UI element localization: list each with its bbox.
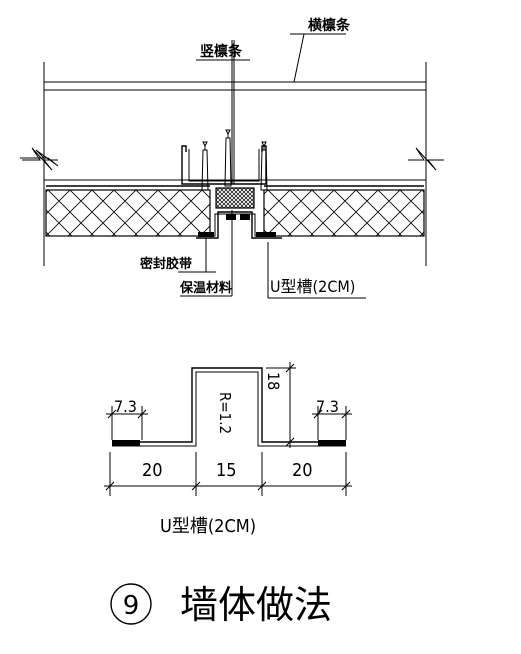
- label-sealing-tape: 密封胶带: [139, 256, 192, 272]
- vertical-purlin: [181, 40, 267, 185]
- section-detail: 横檩条 竖檩条 密封胶带 保温材料 U型槽(2CM): [20, 17, 444, 299]
- dim-left-flange: 20: [142, 460, 163, 481]
- drawing-title: 9 墙体做法: [110, 583, 332, 627]
- label-vertical-purlin: 竖檩条: [200, 43, 243, 60]
- dim-left-lip: 7.3: [106, 397, 148, 440]
- detail-number-circle: [110, 583, 152, 625]
- u-channel-profile: 7.3 7.3 18 R=1.2 20 1: [104, 362, 352, 537]
- svg-text:18: 18: [264, 372, 283, 390]
- sealing-tape-block: [215, 187, 255, 209]
- leader-lines: [178, 33, 366, 299]
- u-channel-caption: U型槽(2CM): [160, 516, 256, 537]
- self-tapping-screws: [201, 129, 268, 191]
- detail-title: 墙体做法: [180, 583, 332, 627]
- dim-bottom-chain: 20 15 20: [104, 452, 352, 496]
- svg-text:7.3: 7.3: [316, 397, 339, 416]
- label-u-channel: U型槽(2CM): [270, 277, 355, 296]
- insulation-panel-right: [263, 185, 425, 237]
- label-horizontal-purlin: 横檩条: [308, 17, 351, 34]
- u-channel-section: [196, 211, 282, 239]
- svg-text:7.3: 7.3: [114, 397, 137, 416]
- dim-center: 15: [216, 460, 237, 481]
- dim-height: 18: [264, 362, 296, 448]
- dim-right-lip: 7.3: [312, 397, 352, 440]
- radius-label: R=1.2: [216, 392, 234, 434]
- label-insulation: 保温材料: [179, 280, 232, 296]
- insulation-panel-left: [45, 185, 211, 237]
- detail-number: 9: [123, 591, 140, 621]
- horizontal-purlin: [44, 81, 426, 91]
- break-symbol-left: [20, 147, 59, 171]
- dim-right-flange: 20: [292, 460, 313, 481]
- break-symbol-right: [408, 147, 444, 171]
